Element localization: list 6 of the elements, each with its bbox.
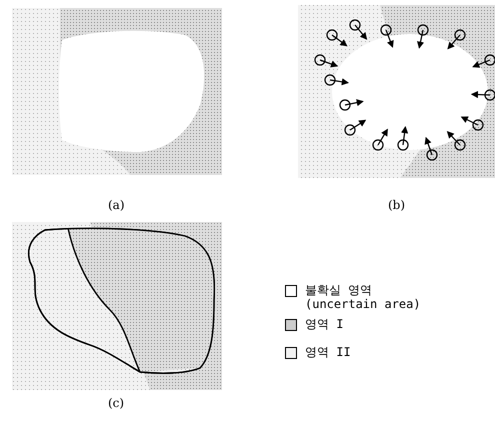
legend-text: 영역 II bbox=[305, 345, 352, 359]
panel-label: (a) bbox=[108, 198, 125, 212]
panel-label: (c) bbox=[108, 396, 124, 410]
legend-text: 불확실 영역 (uncertain area) bbox=[305, 283, 422, 311]
panel-label: (b) bbox=[388, 198, 406, 212]
legend-text: 영역 I bbox=[305, 317, 344, 331]
